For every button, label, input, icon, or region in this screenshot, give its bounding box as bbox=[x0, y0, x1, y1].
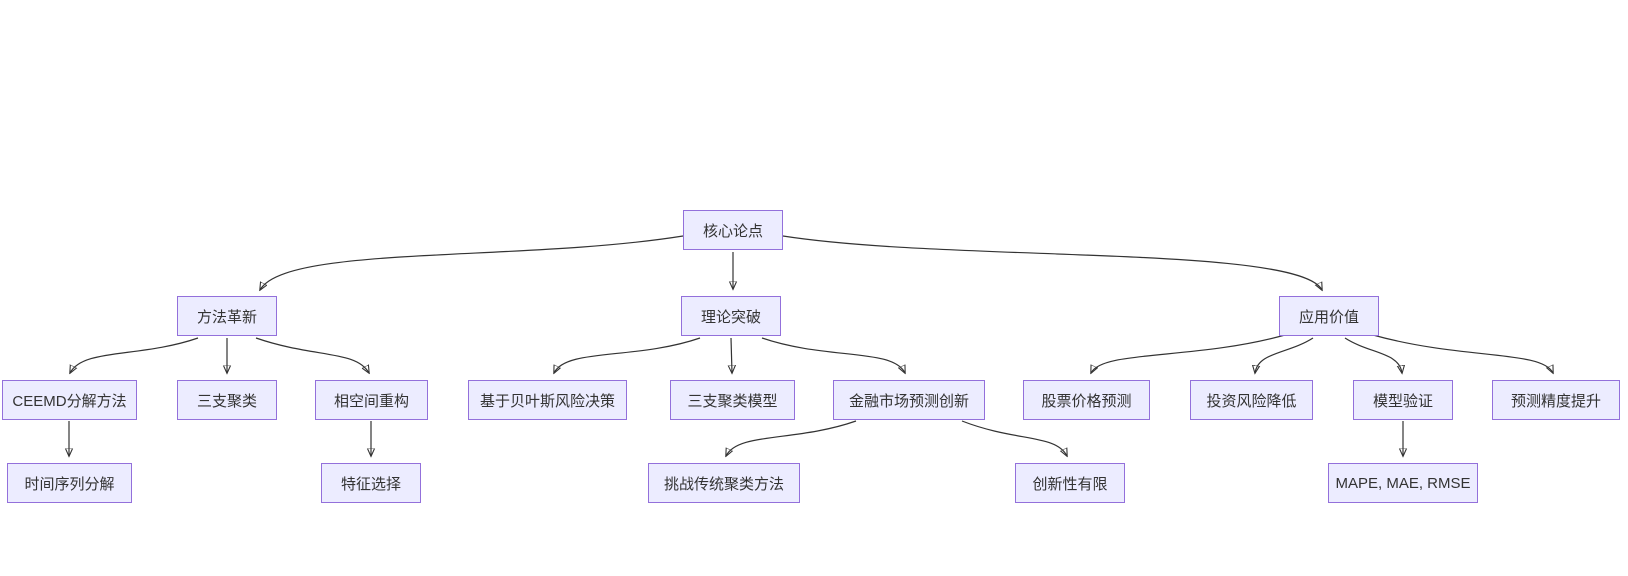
edge-value-to-model-validation bbox=[1344, 337, 1402, 373]
edge-method-to-phase-space bbox=[255, 337, 369, 373]
edge-theory-to-bayes-risk bbox=[554, 337, 701, 373]
node-limited-innovation: 创新性有限 bbox=[1015, 463, 1125, 503]
edge-financial-to-challenge-traditional bbox=[726, 420, 857, 456]
node-phase-space-reconstruction: 相空间重构 bbox=[315, 380, 428, 420]
edge-method-to-ceemd bbox=[70, 337, 199, 373]
node-model-validation: 模型验证 bbox=[1353, 380, 1453, 420]
node-theory-breakthrough: 理论突破 bbox=[681, 296, 781, 336]
edge-theory-to-three-way-model bbox=[731, 337, 732, 373]
node-financial-market-innovation: 金融市场预测创新 bbox=[833, 380, 985, 420]
edge-value-to-forecast-precision bbox=[1372, 334, 1553, 373]
edge-financial-to-limited-innovation bbox=[961, 420, 1067, 456]
node-method-innovation: 方法革新 bbox=[177, 296, 277, 336]
node-ceemd-method: CEEMD分解方法 bbox=[2, 380, 137, 420]
node-three-way-model: 三支聚类模型 bbox=[670, 380, 795, 420]
node-core-thesis: 核心论点 bbox=[683, 210, 783, 250]
node-challenge-traditional-clustering: 挑战传统聚类方法 bbox=[648, 463, 800, 503]
node-metrics: MAPE, MAE, RMSE bbox=[1328, 463, 1478, 503]
node-time-series-decomposition: 时间序列分解 bbox=[7, 463, 132, 503]
node-stock-price-prediction: 股票价格预测 bbox=[1023, 380, 1150, 420]
node-feature-selection: 特征选择 bbox=[321, 463, 421, 503]
node-investment-risk-reduction: 投资风险降低 bbox=[1190, 380, 1313, 420]
edge-value-to-stock-prediction bbox=[1091, 334, 1286, 373]
node-application-value: 应用价值 bbox=[1279, 296, 1379, 336]
node-forecast-precision: 预测精度提升 bbox=[1492, 380, 1620, 420]
edge-value-to-investment-risk bbox=[1255, 337, 1314, 373]
edge-theory-to-financial-market bbox=[761, 337, 905, 373]
edge-root-to-method-innovation bbox=[260, 235, 684, 290]
node-bayes-risk-decision: 基于贝叶斯风险决策 bbox=[468, 380, 627, 420]
node-three-way-clustering: 三支聚类 bbox=[177, 380, 277, 420]
edge-root-to-application-value bbox=[782, 235, 1322, 290]
